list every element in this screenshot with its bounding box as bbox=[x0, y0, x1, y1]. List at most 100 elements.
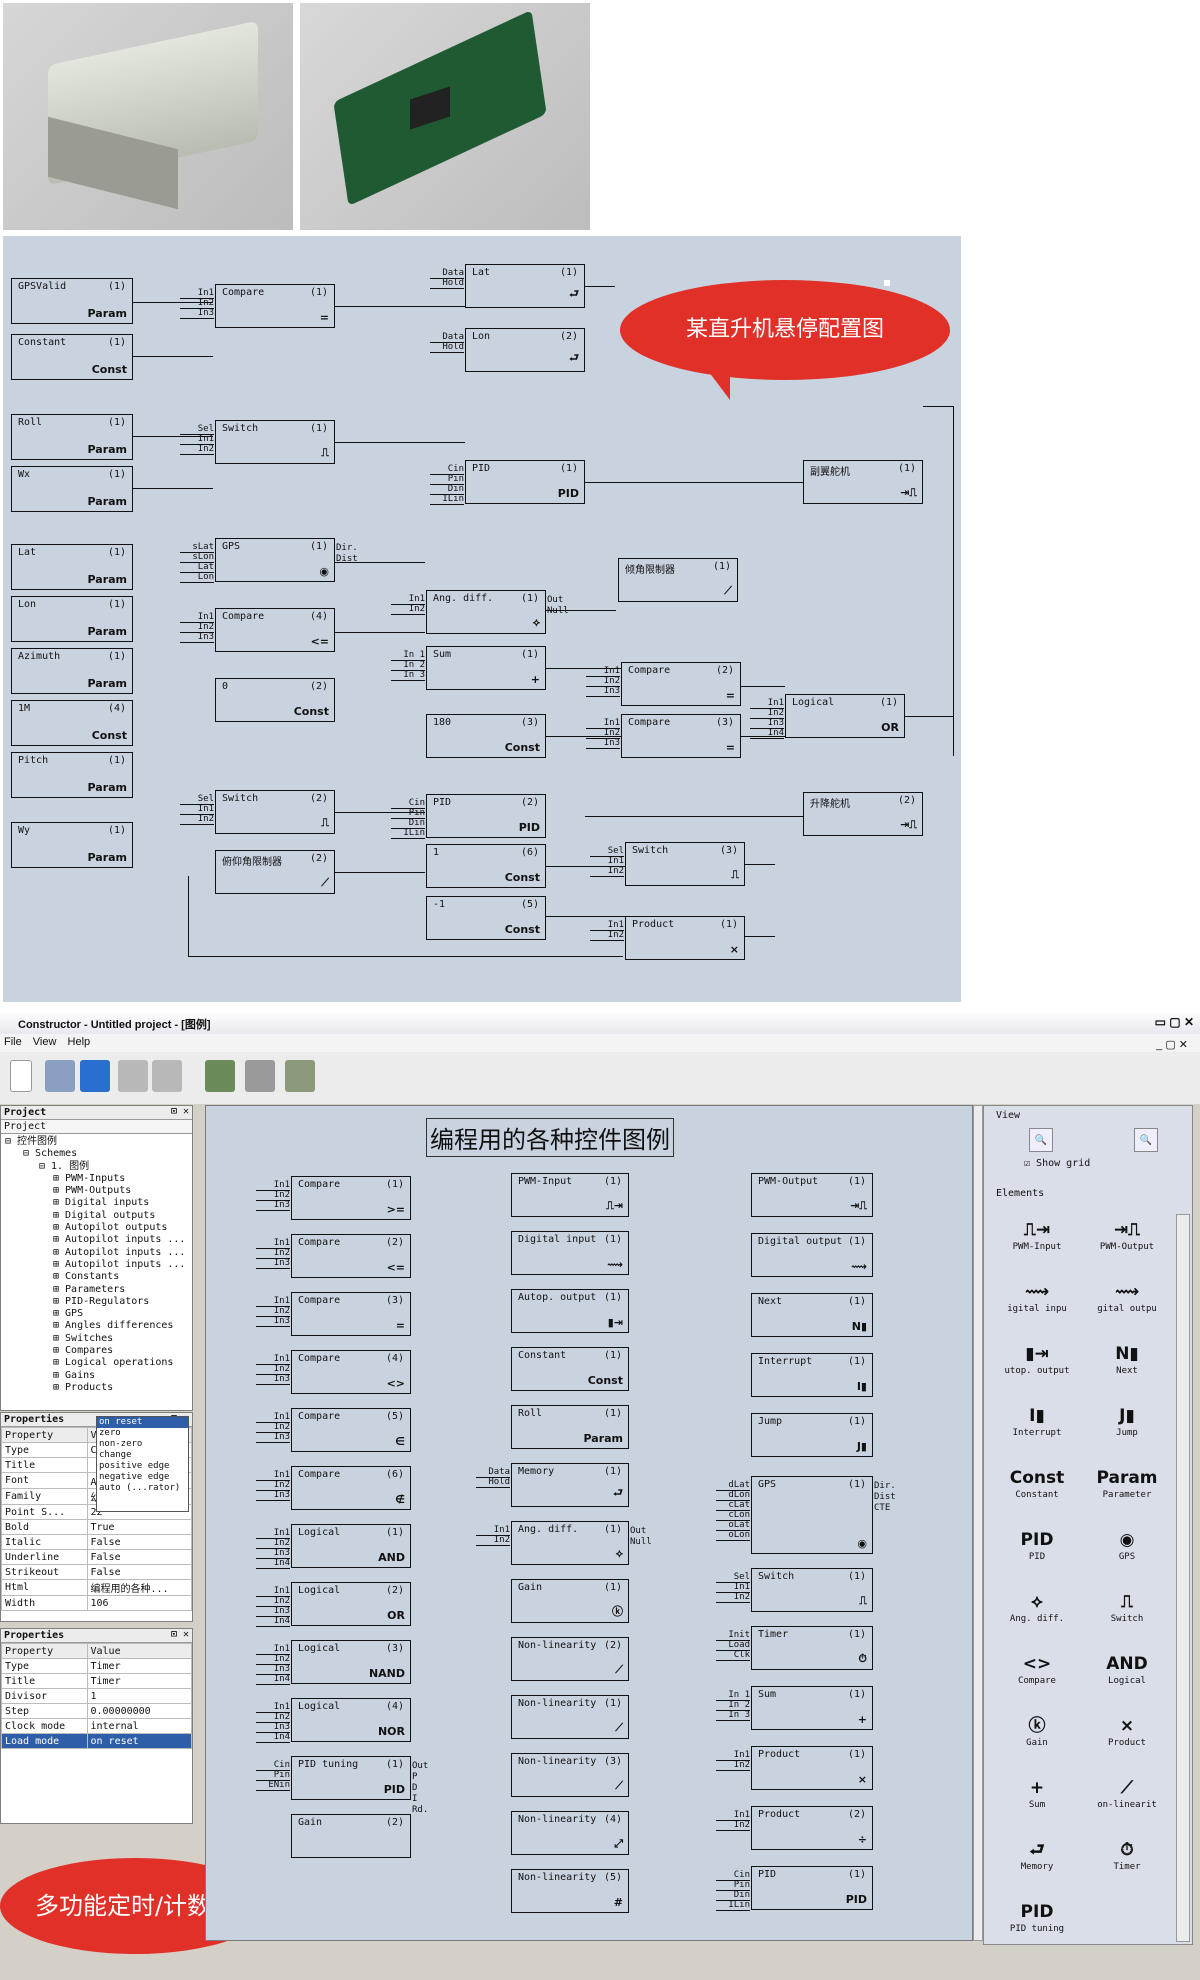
element-palette-item[interactable]: ⎍Switch bbox=[1094, 1590, 1160, 1624]
tree-item[interactable]: ⊟ Schemes bbox=[23, 1148, 78, 1160]
tree-item[interactable]: ⊞ PWM-Outputs bbox=[53, 1185, 132, 1197]
tree-item[interactable]: ⊞ Autopilot inputs ... bbox=[53, 1246, 186, 1258]
undo-icon[interactable] bbox=[118, 1060, 148, 1092]
block[interactable]: 俯仰角限制器(2)⟋ bbox=[215, 850, 335, 894]
block[interactable]: Interrupt(1)I▮ bbox=[751, 1353, 873, 1397]
element-palette-item[interactable]: ⮐Memory bbox=[1004, 1838, 1070, 1872]
block[interactable]: Non-linearity(5)# bbox=[511, 1869, 629, 1913]
block[interactable]: GPSValid(1)Param bbox=[11, 278, 133, 324]
block[interactable]: 180(3)Const bbox=[426, 714, 546, 758]
redo-icon[interactable] bbox=[152, 1060, 182, 1092]
dropdown-option[interactable]: change bbox=[99, 1450, 132, 1460]
element-palette-item[interactable]: J▮Jump bbox=[1094, 1404, 1160, 1438]
block[interactable]: Pitch(1)Param bbox=[11, 752, 133, 798]
tree-item[interactable]: ⊞ Logical operations bbox=[53, 1357, 174, 1369]
block[interactable]: Next(1)N▮ bbox=[751, 1293, 873, 1337]
window-controls[interactable]: ▭ ▢ ✕ bbox=[1154, 1015, 1194, 1029]
dropdown-option[interactable]: on reset bbox=[97, 1417, 188, 1428]
dropdown-option[interactable]: zero bbox=[99, 1428, 121, 1438]
save-icon[interactable] bbox=[80, 1060, 110, 1092]
element-palette-item[interactable]: ◉GPS bbox=[1094, 1528, 1160, 1562]
elements-scrollbar[interactable] bbox=[1176, 1214, 1190, 1942]
dropdown-option[interactable]: non-zero bbox=[99, 1439, 143, 1449]
block[interactable]: Non-linearity(4)⤢ bbox=[511, 1811, 629, 1855]
tree-item[interactable]: ⊞ Digital outputs bbox=[53, 1209, 156, 1221]
dropdown-option[interactable]: auto (...rator) bbox=[99, 1483, 181, 1493]
block[interactable]: PWM-Output(1)⇥⎍ bbox=[751, 1173, 873, 1217]
element-palette-item[interactable]: <>Compare bbox=[1004, 1652, 1070, 1686]
open-icon[interactable] bbox=[45, 1060, 75, 1092]
block[interactable]: 倾角限制器(1)⟋ bbox=[618, 558, 738, 602]
block[interactable]: Roll(1)Param bbox=[511, 1405, 629, 1449]
element-palette-item[interactable]: ⟿igital inpu bbox=[1004, 1280, 1070, 1314]
tree-item[interactable]: ⊞ Compares bbox=[53, 1345, 114, 1357]
connect-icon[interactable] bbox=[285, 1060, 315, 1092]
block[interactable]: PWM-Input(1)⎍⇥ bbox=[511, 1173, 629, 1217]
block[interactable]: Gain(2) bbox=[291, 1814, 411, 1858]
block[interactable]: Non-linearity(1)⟋ bbox=[511, 1695, 629, 1739]
element-palette-item[interactable]: ⎍⇥PWM-Input bbox=[1004, 1218, 1070, 1252]
block[interactable]: Roll(1)Param bbox=[11, 414, 133, 460]
block[interactable]: Gain(1)ⓚ bbox=[511, 1579, 629, 1623]
block[interactable]: Lon(1)Param bbox=[11, 596, 133, 642]
block[interactable]: Jump(1)J▮ bbox=[751, 1413, 873, 1457]
block[interactable]: Digital output(1)⟿ bbox=[751, 1233, 873, 1277]
element-palette-item[interactable]: ⟡Ang. diff. bbox=[1004, 1590, 1070, 1624]
tree-item[interactable]: ⊞ Gains bbox=[53, 1369, 96, 1381]
block[interactable]: Lat(1)Param bbox=[11, 544, 133, 590]
block[interactable]: Constant(1)Const bbox=[11, 334, 133, 380]
project-tree[interactable]: ⊟ 控件图例⊟ Schemes⊟ 1. 图例⊞ PWM-Inputs⊞ PWM-… bbox=[1, 1134, 192, 1394]
tree-item[interactable]: ⊞ Autopilot outputs bbox=[53, 1222, 168, 1234]
show-grid-checkbox[interactable]: ☑ Show grid bbox=[1024, 1158, 1091, 1169]
tree-item[interactable]: ⊞ Autopilot inputs ... bbox=[53, 1258, 186, 1270]
element-palette-item[interactable]: ▮⇥utop. output bbox=[1004, 1342, 1070, 1376]
block[interactable]: 0(2)Const bbox=[215, 678, 335, 722]
element-palette-item[interactable]: ⏱Timer bbox=[1094, 1838, 1160, 1872]
element-palette-item[interactable]: I▮Interrupt bbox=[1004, 1404, 1070, 1438]
zoom-in-icon[interactable]: 🔍 bbox=[1029, 1128, 1053, 1152]
block[interactable]: 1M(4)Const bbox=[11, 700, 133, 746]
tree-item[interactable]: ⊞ Autopilot inputs ... bbox=[53, 1234, 186, 1246]
block[interactable]: Autop. output(1)▮⇥ bbox=[511, 1289, 629, 1333]
download-icon[interactable] bbox=[245, 1060, 275, 1092]
tree-item[interactable]: ⊞ Angles differences bbox=[53, 1320, 174, 1332]
element-palette-item[interactable]: ⟿gital outpu bbox=[1094, 1280, 1160, 1314]
